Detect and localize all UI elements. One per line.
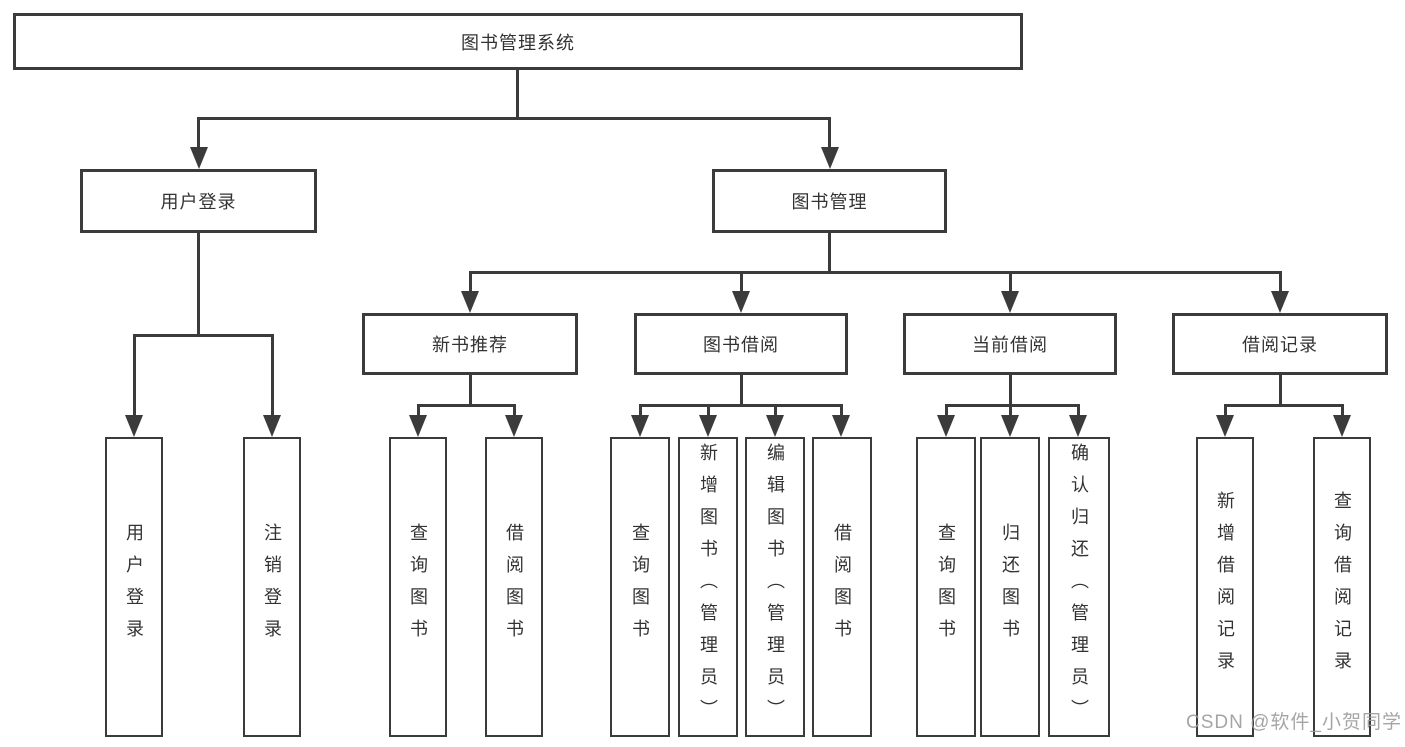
node-book-management: 图书管理 — [712, 169, 947, 233]
arrow-down-cb-query — [937, 415, 955, 437]
node-label: 图书管理系统 — [461, 32, 575, 53]
connector-root-branch — [197, 117, 831, 120]
connector-book-mgmt-stem — [828, 233, 831, 274]
leaf-user-login: 用户登录 — [105, 437, 163, 737]
leaf-label: 注销登录 — [262, 523, 282, 651]
connector-to-cb-confirm — [1077, 406, 1080, 418]
connector-to-leaf-logout — [271, 336, 274, 416]
leaf-rec-query-books: 查询图书 — [389, 437, 447, 737]
arrow-down-new-book-rec — [461, 291, 479, 313]
arrow-down-user-login — [190, 147, 208, 169]
connector-to-book-borrow — [740, 273, 743, 292]
connector-to-bb-borrow — [840, 406, 843, 418]
node-label: 新书推荐 — [432, 335, 508, 355]
connector-to-br-query — [1341, 406, 1344, 418]
node-label: 用户登录 — [160, 192, 237, 212]
arrow-down-bb-borrow — [832, 415, 850, 437]
leaf-br-add-record: 新增借阅记录 — [1196, 437, 1254, 737]
connector-to-user-login — [197, 119, 200, 149]
csdn-watermark: CSDN @软件_小贺同学 — [1186, 712, 1402, 733]
arrow-down-book-mgmt — [821, 147, 839, 169]
connector-to-book-mgmt — [828, 119, 831, 149]
arrow-down-bb-add — [699, 415, 717, 437]
leaf-bb-borrow-books: 借阅图书 — [812, 437, 872, 737]
leaf-label: 查询图书 — [936, 523, 956, 651]
connector-record-branch — [1224, 404, 1344, 407]
connector-to-leaf-user-login — [133, 336, 136, 416]
arrow-down-br-add — [1216, 415, 1234, 437]
arrow-down-rec-query — [409, 415, 427, 437]
node-book-borrow: 图书借阅 — [634, 313, 848, 375]
connector-borrow-stem — [740, 374, 743, 406]
node-label: 图书借阅 — [703, 335, 779, 355]
leaf-br-query-record: 查询借阅记录 — [1313, 437, 1371, 737]
node-current-borrow: 当前借阅 — [903, 313, 1117, 375]
connector-to-cb-query — [945, 406, 948, 418]
node-borrow-record: 借阅记录 — [1172, 313, 1388, 375]
arrow-down-borrow-record — [1271, 291, 1289, 313]
leaf-label: 新增借阅记录 — [1215, 491, 1235, 683]
connector-to-bb-query — [639, 406, 642, 418]
connector-user-login-stem — [197, 233, 200, 337]
connector-to-cb-return — [1009, 406, 1012, 418]
connector-record-stem — [1279, 374, 1282, 406]
leaf-logout: 注销登录 — [243, 437, 301, 737]
leaf-label: 查询图书 — [408, 523, 428, 651]
connector-rec-stem — [469, 374, 472, 406]
node-new-book-recommend: 新书推荐 — [362, 313, 578, 375]
arrow-down-leaf-user-login — [125, 415, 143, 437]
leaf-label: 新增图书（管理员） — [698, 443, 718, 731]
arrow-down-leaf-logout — [263, 415, 281, 437]
arrow-down-rec-borrow — [505, 415, 523, 437]
connector-borrow-branch — [639, 404, 843, 407]
connector-to-rec-borrow — [513, 406, 516, 418]
arrow-down-bb-query — [631, 415, 649, 437]
connector-to-rec-query — [417, 406, 420, 418]
connector-to-new-book-rec — [469, 273, 472, 292]
connector-book-mgmt-branch — [469, 271, 1282, 274]
connector-to-bb-add — [707, 406, 710, 418]
leaf-rec-borrow-books: 借阅图书 — [485, 437, 543, 737]
arrow-down-cb-return — [1001, 415, 1019, 437]
leaf-label: 归还图书 — [1000, 523, 1020, 651]
arrow-down-current-borrow — [1001, 291, 1019, 313]
node-user-login: 用户登录 — [80, 169, 317, 233]
leaf-bb-edit-books-admin: 编辑图书（管理员） — [745, 437, 805, 737]
arrow-down-cb-confirm — [1069, 415, 1087, 437]
leaf-cb-return-books: 归还图书 — [980, 437, 1040, 737]
leaf-label: 编辑图书（管理员） — [765, 443, 785, 731]
leaf-cb-confirm-return-admin: 确认归还（管理员） — [1048, 437, 1110, 737]
connector-user-login-branch — [133, 334, 274, 337]
leaf-label: 查询借阅记录 — [1332, 491, 1352, 683]
arrow-down-br-query — [1333, 415, 1351, 437]
leaf-cb-query-books: 查询图书 — [916, 437, 976, 737]
connector-to-current-borrow — [1009, 273, 1012, 292]
connector-root-stem — [516, 70, 519, 119]
connector-current-branch — [945, 404, 1080, 407]
leaf-label: 借阅图书 — [504, 523, 524, 651]
connector-to-borrow-record — [1279, 273, 1282, 292]
node-label: 借阅记录 — [1242, 335, 1318, 355]
arrow-down-bb-edit — [766, 415, 784, 437]
leaf-label: 用户登录 — [124, 523, 144, 651]
connector-current-stem — [1009, 374, 1012, 406]
arrow-down-book-borrow — [732, 291, 750, 313]
leaf-bb-add-books-admin: 新增图书（管理员） — [678, 437, 738, 737]
leaf-label: 借阅图书 — [832, 523, 852, 651]
connector-to-bb-edit — [774, 406, 777, 418]
connector-to-br-add — [1224, 406, 1227, 418]
leaf-label: 查询图书 — [630, 523, 650, 651]
connector-rec-branch — [417, 404, 516, 407]
leaf-label: 确认归还（管理员） — [1069, 443, 1089, 731]
leaf-bb-query-books: 查询图书 — [610, 437, 670, 737]
node-library-management-system: 图书管理系统 — [13, 13, 1023, 70]
node-label: 图书管理 — [791, 192, 868, 212]
node-label: 当前借阅 — [972, 335, 1048, 355]
